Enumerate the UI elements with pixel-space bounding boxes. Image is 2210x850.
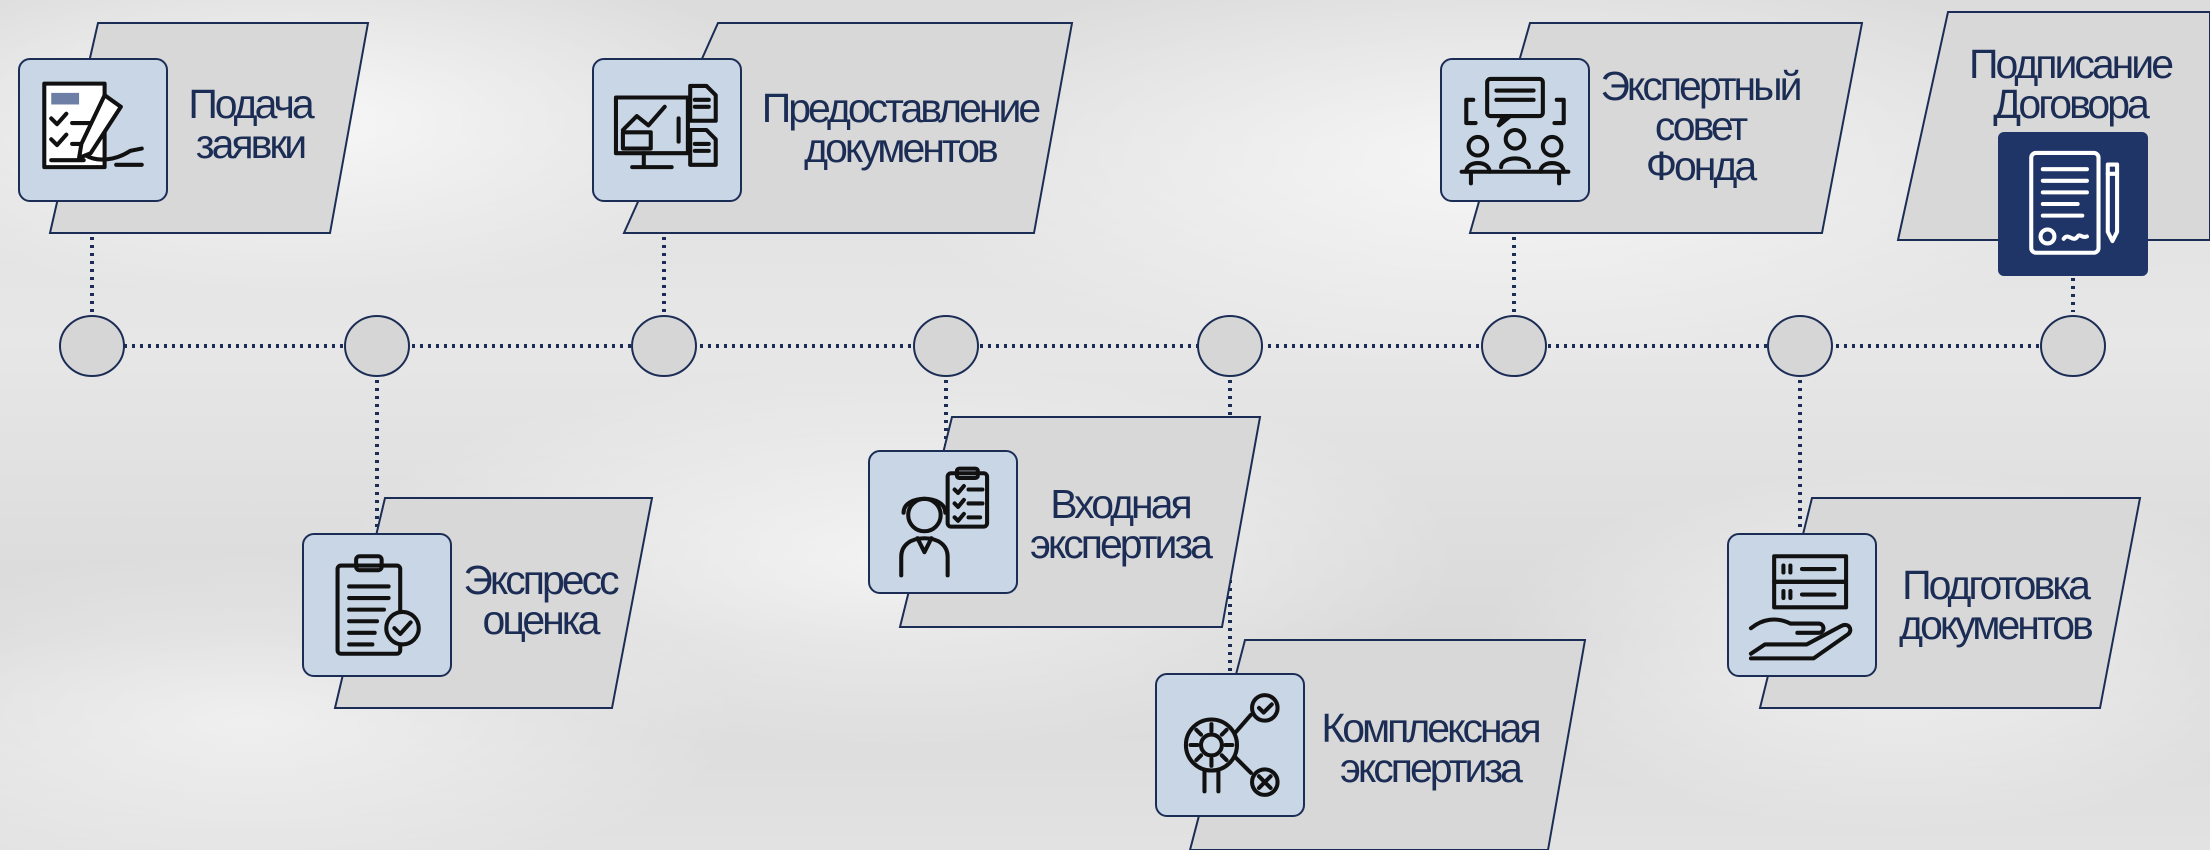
hand-server-icon: [1748, 554, 1853, 661]
clipboard-check-icon: [335, 554, 421, 656]
step-kompleksnaya: Комплексная экспертиза: [1300, 708, 1560, 808]
meeting-table-icon: [1459, 76, 1571, 186]
step-icon-vhodnaya: [868, 450, 1018, 594]
step-vhodnaya: Входная экспертиза: [1010, 484, 1230, 584]
contract-signing-icon: [2029, 150, 2120, 255]
step-icon-podpisanie: [1998, 132, 2148, 276]
step-label-line: документов: [1899, 602, 2094, 648]
timeline-node-6: [1481, 315, 1547, 377]
step-icon-predostavlenie: [592, 58, 742, 202]
step-label-line: экспертиза: [1029, 521, 1213, 567]
step-ekspertny: Экспертный совет Фонда: [1590, 66, 1810, 196]
step-label-line: оценка: [482, 597, 601, 643]
monitor-documents-icon: [613, 83, 718, 170]
step-label-line: Подписание: [1968, 41, 2174, 87]
step-predostavlenie: Предоставление документов: [740, 88, 1060, 188]
timeline-node-3: [631, 315, 697, 377]
step-label-line: Подача: [188, 81, 314, 127]
timeline-node-1: [59, 315, 125, 377]
form-pen-icon: [42, 81, 144, 170]
step-label-line: экспертиза: [1339, 745, 1523, 791]
step-icon-kompleksnaya: [1155, 673, 1305, 817]
step-label-line: Договора: [1993, 81, 2150, 127]
step-podgotovka: Подготовка документов: [1880, 565, 2110, 665]
gear-decision-icon: [1183, 693, 1280, 797]
step-label-line: Экспресс: [463, 557, 619, 603]
timeline-node-8: [2040, 315, 2106, 377]
step-icon-express: [302, 533, 452, 677]
timeline-node-7: [1767, 315, 1833, 377]
step-icon-podgotovka: [1727, 533, 1877, 677]
step-icon-ekspertny: [1440, 58, 1590, 202]
step-podpisanie: Подписание Договора: [1950, 44, 2190, 134]
timeline-node-4: [913, 315, 979, 377]
step-label-line: совет: [1654, 103, 1748, 149]
timeline-node-5: [1197, 315, 1263, 377]
step-express: Экспресс оценка: [440, 560, 640, 660]
step-icon-podacha: [18, 58, 168, 202]
consultant-checklist-icon: [899, 466, 990, 578]
step-podacha: Подача заявки: [150, 84, 350, 184]
step-label-line: Предоставление: [761, 85, 1041, 131]
step-label-line: Фонда: [1645, 143, 1757, 189]
step-label-line: Экспертный: [1600, 63, 1802, 109]
step-label-line: документов: [804, 125, 999, 171]
step-label-line: Комплексная: [1321, 705, 1541, 751]
step-label-line: Подготовка: [1902, 562, 2091, 608]
step-label-line: Входная: [1050, 481, 1192, 527]
step-label-line: заявки: [195, 121, 307, 167]
timeline-node-2: [344, 315, 410, 377]
